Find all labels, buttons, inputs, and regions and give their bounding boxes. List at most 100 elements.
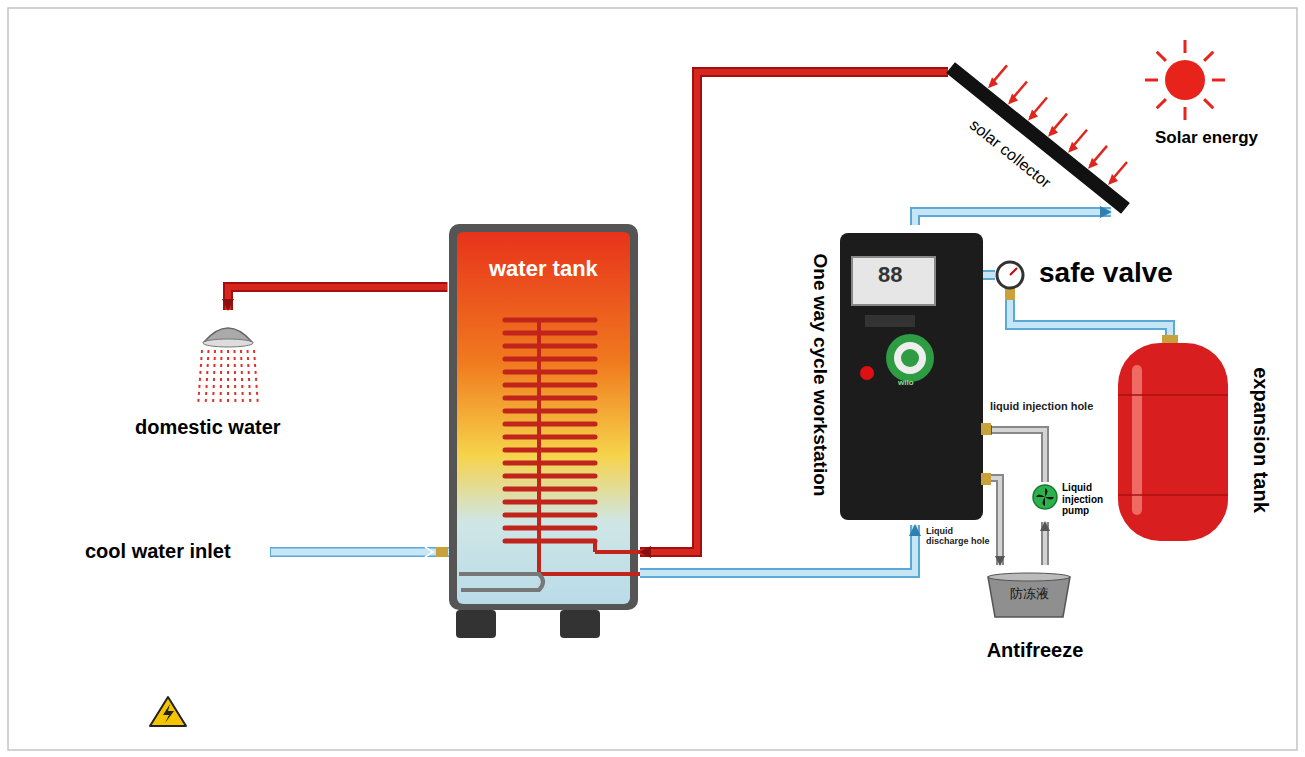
drawing-part (505, 539, 595, 544)
drawing-part (248, 350, 251, 405)
drawing-part (505, 500, 595, 505)
drawing-part (505, 474, 595, 479)
drawing-part (505, 526, 595, 531)
node-label: Liquid injection pump (1062, 482, 1112, 517)
drawing-part (988, 573, 1070, 581)
drawing-part (1118, 343, 1228, 541)
drawing-part (505, 383, 595, 388)
drawing-part (640, 525, 915, 573)
drawing-part (505, 461, 595, 466)
drawing-part (1088, 158, 1098, 169)
drawing-part (956, 72, 1120, 204)
pipe-connector (640, 525, 915, 573)
safe-valve: safe valve (995, 255, 1195, 300)
drawing-part (203, 339, 253, 347)
drawing-part (1118, 494, 1228, 496)
drawing-part (150, 697, 186, 726)
node-label: One way cycle workstation (809, 254, 831, 497)
drawing-part (505, 331, 595, 336)
drawing-part (220, 350, 223, 405)
water-tank: water tank (447, 222, 640, 612)
drawing-part (1184, 40, 1187, 53)
drawing-part (539, 572, 640, 576)
drawing-part (505, 370, 595, 375)
drawing-part (915, 212, 1111, 225)
drawing-part (505, 487, 595, 492)
drawing-part (505, 396, 595, 401)
drawing-part (505, 422, 595, 427)
drawing-part (163, 704, 174, 723)
drawing-part (997, 262, 1023, 288)
node-label: domestic water (135, 416, 281, 439)
drawing-part (1157, 99, 1166, 108)
flow-arrow (425, 547, 433, 557)
node-label: safe valve (1039, 257, 1173, 289)
drawing-part (595, 550, 640, 554)
text-label: 88 (878, 262, 902, 287)
drawing-part (459, 574, 543, 590)
drawing-part (860, 366, 874, 380)
sun-symbol: Solar energy (1140, 28, 1290, 153)
drawing-part (1132, 365, 1142, 515)
drawing-part (1165, 60, 1205, 100)
drawing-part (852, 257, 935, 305)
node-label: water tank (489, 256, 598, 281)
drawing-part (1036, 488, 1054, 506)
drawing-part (983, 478, 1000, 565)
warning-sign (150, 697, 186, 726)
drawing-part (865, 315, 915, 327)
drawing-part (915, 212, 1111, 225)
node-label: solar collector (966, 116, 1054, 192)
text-label: wilo (898, 378, 914, 387)
text-label: liquid injection hole (990, 400, 1093, 413)
drawing-part (254, 350, 258, 405)
node-label: expansion tank (1249, 367, 1272, 513)
drawing-part (1068, 142, 1078, 153)
drawing-part (840, 233, 983, 520)
drawing-part (505, 357, 595, 362)
text-label: cool water inlet (85, 540, 231, 563)
drawing-part (505, 448, 595, 453)
drawing-part (1010, 300, 1170, 335)
drawing-part (505, 409, 595, 414)
drawing-part (505, 318, 595, 323)
node-label: 防冻液 (988, 587, 1070, 602)
drawing-part (1184, 107, 1187, 120)
pipe-connector (983, 275, 995, 276)
drawing-part (640, 525, 915, 573)
drawing-part (1157, 52, 1166, 61)
drawing-part (1118, 394, 1228, 396)
drawing-part (1008, 93, 1018, 104)
cool-water-pipe (270, 547, 449, 557)
drawing-part (213, 350, 215, 405)
drawing-part (886, 334, 934, 382)
frame (8, 8, 1297, 750)
drawing-part (983, 478, 1000, 565)
tank-foot (456, 610, 496, 638)
text-label: Liquid discharge hole (926, 526, 992, 547)
drawing-part (1048, 126, 1058, 137)
drawing-part (1204, 52, 1213, 61)
sunray-arrows (988, 65, 1127, 185)
drawing-part (1010, 300, 1170, 335)
drawing-part (1212, 79, 1225, 82)
pipe-connector (1045, 522, 1046, 565)
drawing-part (457, 232, 630, 604)
antifreeze-bucket: 防冻液 Antifreeze (975, 565, 1095, 670)
drawing-part (988, 77, 998, 88)
drawing-part (901, 349, 919, 367)
drawing-part (988, 577, 1070, 617)
shower-head: domestic water (130, 310, 325, 445)
drawing-part (505, 435, 595, 440)
drawing-part (1145, 79, 1158, 82)
drawing-part (894, 342, 926, 374)
node-label: Antifreeze (975, 639, 1095, 662)
drawing-part (241, 350, 243, 405)
drawing-part (1041, 522, 1049, 565)
pipe-connector (983, 478, 1000, 565)
fitting (436, 547, 448, 557)
drawing-part (198, 350, 202, 405)
expansion-tank: expansion tank (1110, 335, 1280, 545)
